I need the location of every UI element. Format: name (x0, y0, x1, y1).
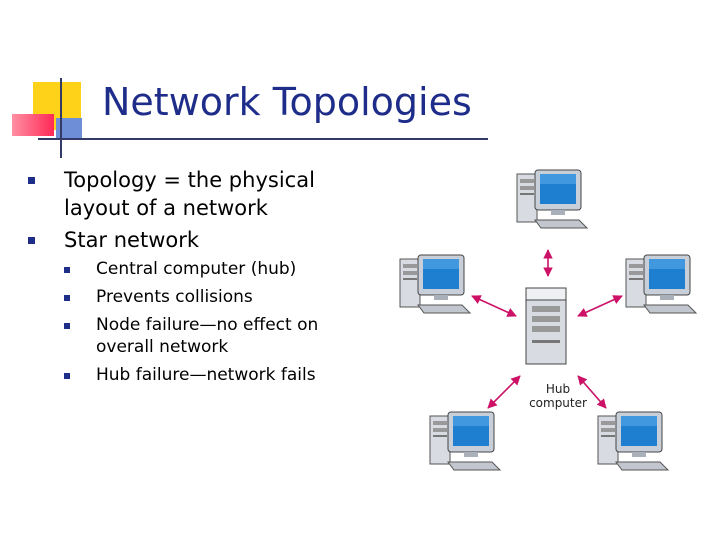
link-arrow-icon (487, 375, 521, 409)
sub-bullet-item: Hub failure—network fails (64, 364, 358, 386)
square-bullet-icon (64, 267, 70, 273)
square-bullet-icon (64, 323, 70, 329)
square-bullet-icon (28, 237, 35, 244)
sub-bullet-text: Hub failure—network fails (96, 365, 316, 385)
sub-bullet-text: Node failure—no effect on overall networ… (96, 315, 319, 357)
link-arrow-icon (471, 295, 517, 317)
square-bullet-icon (64, 295, 70, 301)
node-computer-icon (597, 411, 669, 471)
decor-vertical-line (60, 78, 62, 158)
link-arrow-icon (577, 295, 623, 317)
sub-bullet-text: Prevents collisions (96, 287, 253, 307)
sub-bullet-item: Prevents collisions (64, 286, 358, 308)
bullet-item: Star network Central computer (hub) Prev… (28, 226, 358, 386)
square-bullet-icon (64, 373, 70, 379)
sub-bullet-item: Node failure—no effect on overall networ… (64, 314, 358, 358)
hub-computer-icon (525, 287, 567, 365)
decor-blue-square (56, 118, 82, 138)
bullet-text: Star network (64, 228, 200, 252)
node-computer-icon (516, 169, 588, 229)
square-bullet-icon (28, 177, 35, 184)
node-computer-icon (399, 254, 471, 314)
bullet-item: Topology = the physical layout of a netw… (28, 166, 358, 222)
link-arrow-icon (577, 375, 607, 409)
decor-red-bar (12, 114, 54, 136)
bullet-text: Topology = the physical layout of a netw… (64, 168, 315, 220)
sub-bullet-list: Central computer (hub) Prevents collisio… (64, 258, 358, 386)
slide-title: Network Topologies (102, 80, 472, 124)
star-network-diagram (399, 169, 697, 471)
sub-bullet-text: Central computer (hub) (96, 259, 297, 279)
bullet-list: Topology = the physical layout of a netw… (28, 166, 358, 392)
sub-bullet-item: Central computer (hub) (64, 258, 358, 280)
decor-horizontal-line (38, 138, 488, 140)
node-computer-icon (625, 254, 697, 314)
hub-computer-label: Hub computer (529, 382, 587, 410)
node-computer-icon (429, 411, 501, 471)
